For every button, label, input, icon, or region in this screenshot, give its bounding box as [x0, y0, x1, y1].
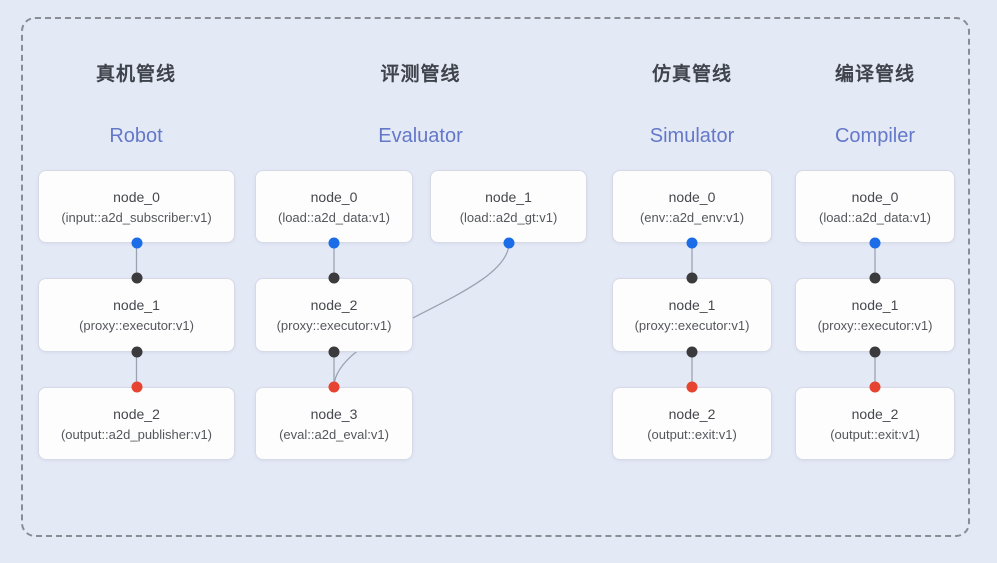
pipeline-title-zh-evaluator: 评测管线: [380, 64, 461, 85]
output-port-dot: [503, 237, 515, 249]
node-name: node_1: [485, 188, 532, 205]
node-name: node_2: [113, 405, 160, 422]
node-name: node_2: [668, 405, 716, 422]
node-type: (output::exit:v1): [830, 426, 920, 442]
node-name: node_1: [113, 297, 160, 313]
output-port-dot: [131, 237, 142, 249]
node-compiler-node2[interactable]: node_2 (output::exit:v1): [795, 387, 955, 460]
output-port-dot: [686, 237, 698, 249]
node-type: (load::a2d_gt:v1): [459, 209, 558, 225]
node-type: (load::a2d_data:v1): [277, 209, 391, 225]
output-port-dot-black: [869, 346, 881, 358]
node-name: node_3: [310, 405, 358, 422]
node-name: node_2: [310, 297, 358, 313]
node-simulator-node2[interactable]: node_2 (output::exit:v1): [612, 387, 772, 460]
output-port-dot-black: [686, 346, 698, 358]
node-type: (input::a2d_subscriber:v1): [61, 209, 212, 225]
node-type: (output::a2d_publisher:v1): [60, 426, 213, 442]
node-type: (output::exit:v1): [647, 426, 737, 442]
node-name: node_0: [113, 188, 160, 205]
output-port-dot: [328, 237, 340, 249]
pipeline-title-zh-simulator: 仿真管线: [651, 64, 732, 85]
node-name: node_1: [851, 297, 899, 313]
node-evaluator-node1[interactable]: node_1 (load::a2d_gt:v1): [430, 170, 587, 243]
input-port-dot: [686, 272, 698, 284]
node-type: (proxy::executor:v1): [79, 318, 194, 333]
output-port-dot: [869, 237, 881, 249]
node-evaluator-node2[interactable]: node_2 (proxy::executor:v1): [255, 278, 413, 352]
pipeline-title-zh-compiler: 编译管线: [834, 64, 915, 85]
input-port-dot: [328, 272, 340, 284]
node-robot-node0[interactable]: node_0 (input::a2d_subscriber:v1): [38, 170, 235, 243]
node-name: node_0: [310, 188, 358, 205]
node-robot-node2[interactable]: node_2 (output::a2d_publisher:v1): [38, 387, 235, 460]
pipeline-title-en-simulator: Simulator: [649, 125, 735, 147]
pipeline-title-en-evaluator: Evaluator: [378, 125, 463, 147]
node-type: (eval::a2d_eval:v1): [279, 426, 389, 442]
node-type: (load::a2d_data:v1): [818, 209, 932, 225]
terminal-port-dot: [869, 381, 881, 393]
node-name: node_1: [668, 297, 716, 313]
node-robot-node1[interactable]: node_1 (proxy::executor:v1): [38, 278, 235, 352]
pipeline-title-en-compiler: Compiler: [834, 125, 916, 147]
terminal-port-dot: [328, 381, 340, 393]
pipeline-title-en-robot: Robot: [109, 125, 163, 147]
node-evaluator-node3[interactable]: node_3 (eval::a2d_eval:v1): [255, 387, 413, 460]
node-compiler-node1[interactable]: node_1 (proxy::executor:v1): [795, 278, 955, 352]
terminal-port-dot: [131, 381, 142, 393]
node-type: (proxy::executor:v1): [817, 318, 933, 333]
input-port-dot: [869, 272, 881, 284]
pipeline-title-zh-robot: 真机管线: [95, 64, 176, 85]
node-compiler-node0[interactable]: node_0 (load::a2d_data:v1): [795, 170, 955, 243]
output-port-dot-black: [328, 346, 340, 358]
node-evaluator-node0[interactable]: node_0 (load::a2d_data:v1): [255, 170, 413, 243]
node-type: (proxy::executor:v1): [634, 318, 750, 333]
dashed-frame: [21, 17, 970, 537]
node-name: node_0: [851, 188, 899, 205]
node-simulator-node0[interactable]: node_0 (env::a2d_env:v1): [612, 170, 772, 243]
input-port-dot: [131, 272, 142, 284]
node-name: node_0: [668, 188, 716, 205]
output-port-dot-black: [131, 346, 142, 358]
terminal-port-dot: [686, 381, 698, 393]
node-simulator-node1[interactable]: node_1 (proxy::executor:v1): [612, 278, 772, 352]
node-type: (env::a2d_env:v1): [639, 209, 745, 225]
node-type: (proxy::executor:v1): [276, 318, 392, 333]
node-name: node_2: [851, 405, 899, 422]
